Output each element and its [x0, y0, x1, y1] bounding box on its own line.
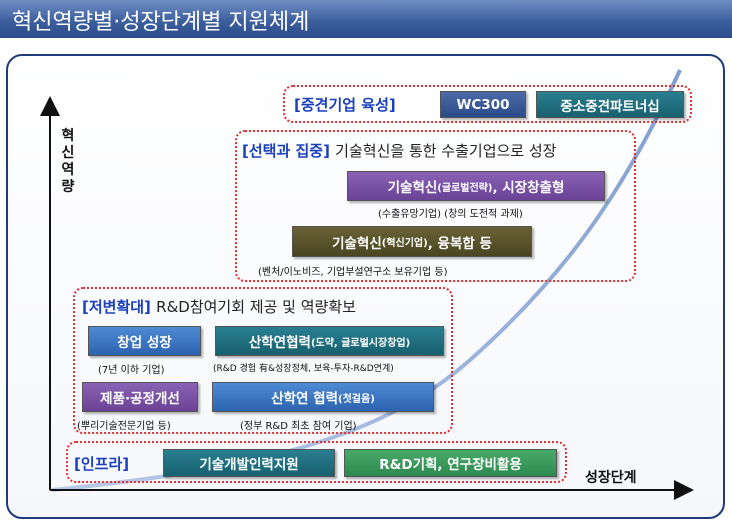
- tier3-frame: [73, 287, 453, 434]
- industry-academic-first-caption: (정부 R&D 최초 참여 기업): [240, 421, 357, 432]
- tech-innovation-button[interactable]: 기술혁신(혁신기업), 융복합 등: [292, 226, 532, 257]
- tier1-label: [중견기업 육성]: [294, 96, 396, 114]
- rnd-planning-button[interactable]: R&D기획, 연구장비활용: [344, 449, 557, 477]
- wc300-button[interactable]: WC300: [440, 91, 526, 118]
- tier1-frame: [283, 85, 692, 123]
- tier2-frame: [235, 130, 636, 282]
- product-process-caption: (뿌리기술전문기업 등): [77, 421, 171, 432]
- product-process-button[interactable]: 제품·공정개선: [82, 382, 198, 412]
- tech-global-caption: (수출유망기업) (창의 도전적 과제): [378, 209, 523, 220]
- x-axis-label: 성장단계: [585, 470, 637, 486]
- tech-innovation-caption: (벤처/이노비즈, 기업부설연구소 보유기업 등): [258, 267, 448, 278]
- industry-academic-leap-caption: (R&D 경험 有&성장정체, 보육-투자-R&D연계): [213, 364, 394, 374]
- page-title: 혁신역량별·성장단계별 지원체계: [12, 10, 310, 35]
- industry-academic-leap-button[interactable]: 산학연협력(도약, 글로벌시장창업): [215, 326, 444, 356]
- tier4-frame: [66, 441, 567, 483]
- tech-global-button[interactable]: 기술혁신(글로벌전략), 시장창출형: [347, 171, 605, 201]
- tech-workforce-button[interactable]: 기술개발인력지원: [163, 449, 335, 477]
- startup-growth-button[interactable]: 창업 성장: [88, 326, 201, 356]
- partnership-button[interactable]: 중소중견파트너십: [536, 91, 684, 118]
- header-bar: [0, 0, 732, 38]
- tier3-label: [저변확대] R&D참여기회 제공 및 역량확보: [82, 298, 356, 316]
- tier2-label: [선택과 집중] 기술혁신을 통한 수출기업으로 성장: [242, 142, 557, 160]
- industry-academic-first-button[interactable]: 산학연 협력(첫걸음): [212, 382, 434, 412]
- tier4-label: [인프라]: [74, 455, 130, 473]
- startup-growth-caption: (7년 이하 기업): [98, 365, 165, 376]
- y-axis-label: 혁신역량: [61, 128, 75, 195]
